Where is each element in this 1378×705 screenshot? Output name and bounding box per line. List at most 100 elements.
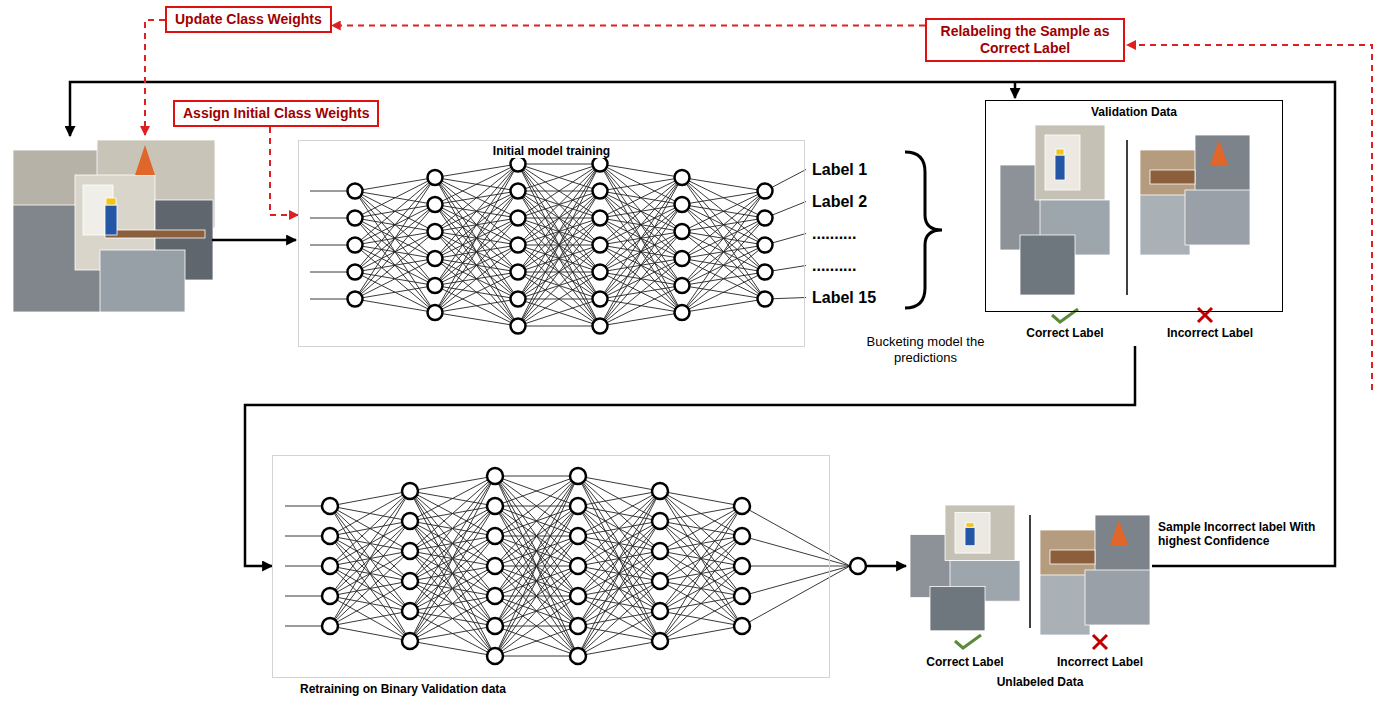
network-weight	[518, 191, 600, 326]
photo-collage	[1040, 515, 1150, 635]
photo-piece	[1050, 550, 1095, 564]
neuron	[322, 588, 338, 604]
network-weight	[495, 536, 578, 656]
network-weight	[600, 164, 682, 259]
photo-piece	[965, 527, 975, 546]
network-weight	[682, 299, 765, 313]
photo-piece	[1020, 235, 1075, 295]
network-weight	[330, 626, 410, 641]
network-weight	[660, 491, 742, 506]
network-weight	[518, 164, 600, 218]
network-weight	[435, 164, 518, 178]
network-weight	[330, 596, 410, 641]
neuron	[428, 251, 443, 266]
neuron	[652, 603, 668, 619]
network-weight	[600, 313, 682, 327]
neuron	[675, 224, 690, 239]
network-weight	[435, 272, 518, 313]
node-caption: Correct Label	[985, 326, 1145, 340]
network-weight	[410, 521, 495, 656]
neuron	[487, 468, 503, 484]
network-weight	[330, 581, 410, 626]
network-weight	[410, 491, 495, 656]
network-weight	[410, 476, 495, 581]
network-weight	[660, 491, 742, 596]
network-weight	[410, 626, 495, 641]
neuron	[570, 588, 586, 604]
network-weight	[410, 476, 495, 641]
neuron	[570, 558, 586, 574]
annotation: Bucketing model the predictions	[858, 334, 993, 366]
network-weight	[682, 178, 765, 300]
network-weight	[578, 491, 660, 656]
network-weight	[495, 476, 578, 477]
neuron	[734, 618, 750, 634]
neuron	[428, 224, 443, 239]
neuron	[348, 211, 363, 226]
network-weight	[330, 491, 410, 566]
network-weight	[518, 164, 600, 191]
neuron	[511, 211, 526, 226]
network-weight	[518, 272, 600, 326]
network-weight	[495, 476, 578, 536]
neuron	[593, 184, 608, 199]
network-weight	[660, 566, 742, 641]
network-weight	[495, 476, 578, 566]
network-weight	[495, 656, 578, 657]
network-weight	[600, 164, 682, 232]
network-weight	[518, 245, 600, 326]
network-panel: Initial model training	[298, 140, 805, 347]
network-weight	[495, 596, 578, 656]
panel-frame	[272, 455, 830, 678]
neuron	[487, 498, 503, 514]
neuron	[734, 498, 750, 514]
node-title: Initial model training	[489, 144, 614, 158]
neuron	[402, 483, 418, 499]
network-weight	[682, 178, 765, 192]
network-weight	[660, 506, 742, 581]
neuron	[511, 292, 526, 307]
photo-piece	[930, 586, 985, 630]
photo-collage	[1140, 135, 1250, 255]
divider	[1126, 140, 1128, 295]
photo-piece	[1035, 125, 1105, 200]
process-box: Assign Initial Class Weights	[173, 100, 379, 127]
network-weight	[330, 566, 410, 641]
network-weight	[600, 259, 682, 327]
network-weight	[495, 536, 578, 656]
network-weight	[578, 491, 660, 506]
network-weight	[600, 178, 682, 219]
network-weight	[518, 272, 600, 326]
network-weight	[518, 164, 600, 245]
neuron	[758, 184, 773, 199]
network-weight	[495, 476, 578, 596]
network-weight	[518, 164, 600, 165]
network-weight	[518, 164, 600, 191]
output-arrow	[866, 565, 906, 568]
neuron	[511, 265, 526, 280]
neuron	[734, 558, 750, 574]
bracket	[905, 152, 942, 308]
network-weight	[435, 164, 518, 232]
network-weight	[410, 596, 495, 641]
network-weight	[578, 476, 660, 611]
network-output	[742, 536, 850, 566]
network-output	[742, 566, 850, 596]
network-weight	[330, 491, 410, 596]
check-mark	[1052, 309, 1078, 322]
neuron	[322, 528, 338, 544]
neuron	[758, 238, 773, 253]
photo-collage	[910, 505, 1020, 631]
network-weight	[682, 178, 765, 273]
network-weight	[518, 218, 600, 326]
network-weight	[355, 232, 435, 300]
network-weight	[435, 178, 518, 327]
connector	[332, 25, 925, 27]
neuron	[570, 498, 586, 514]
neuron	[511, 238, 526, 253]
neuron	[570, 618, 586, 634]
neuron	[758, 265, 773, 280]
network-weight	[660, 491, 742, 566]
photo-piece	[105, 230, 205, 238]
network-weight	[578, 551, 660, 656]
